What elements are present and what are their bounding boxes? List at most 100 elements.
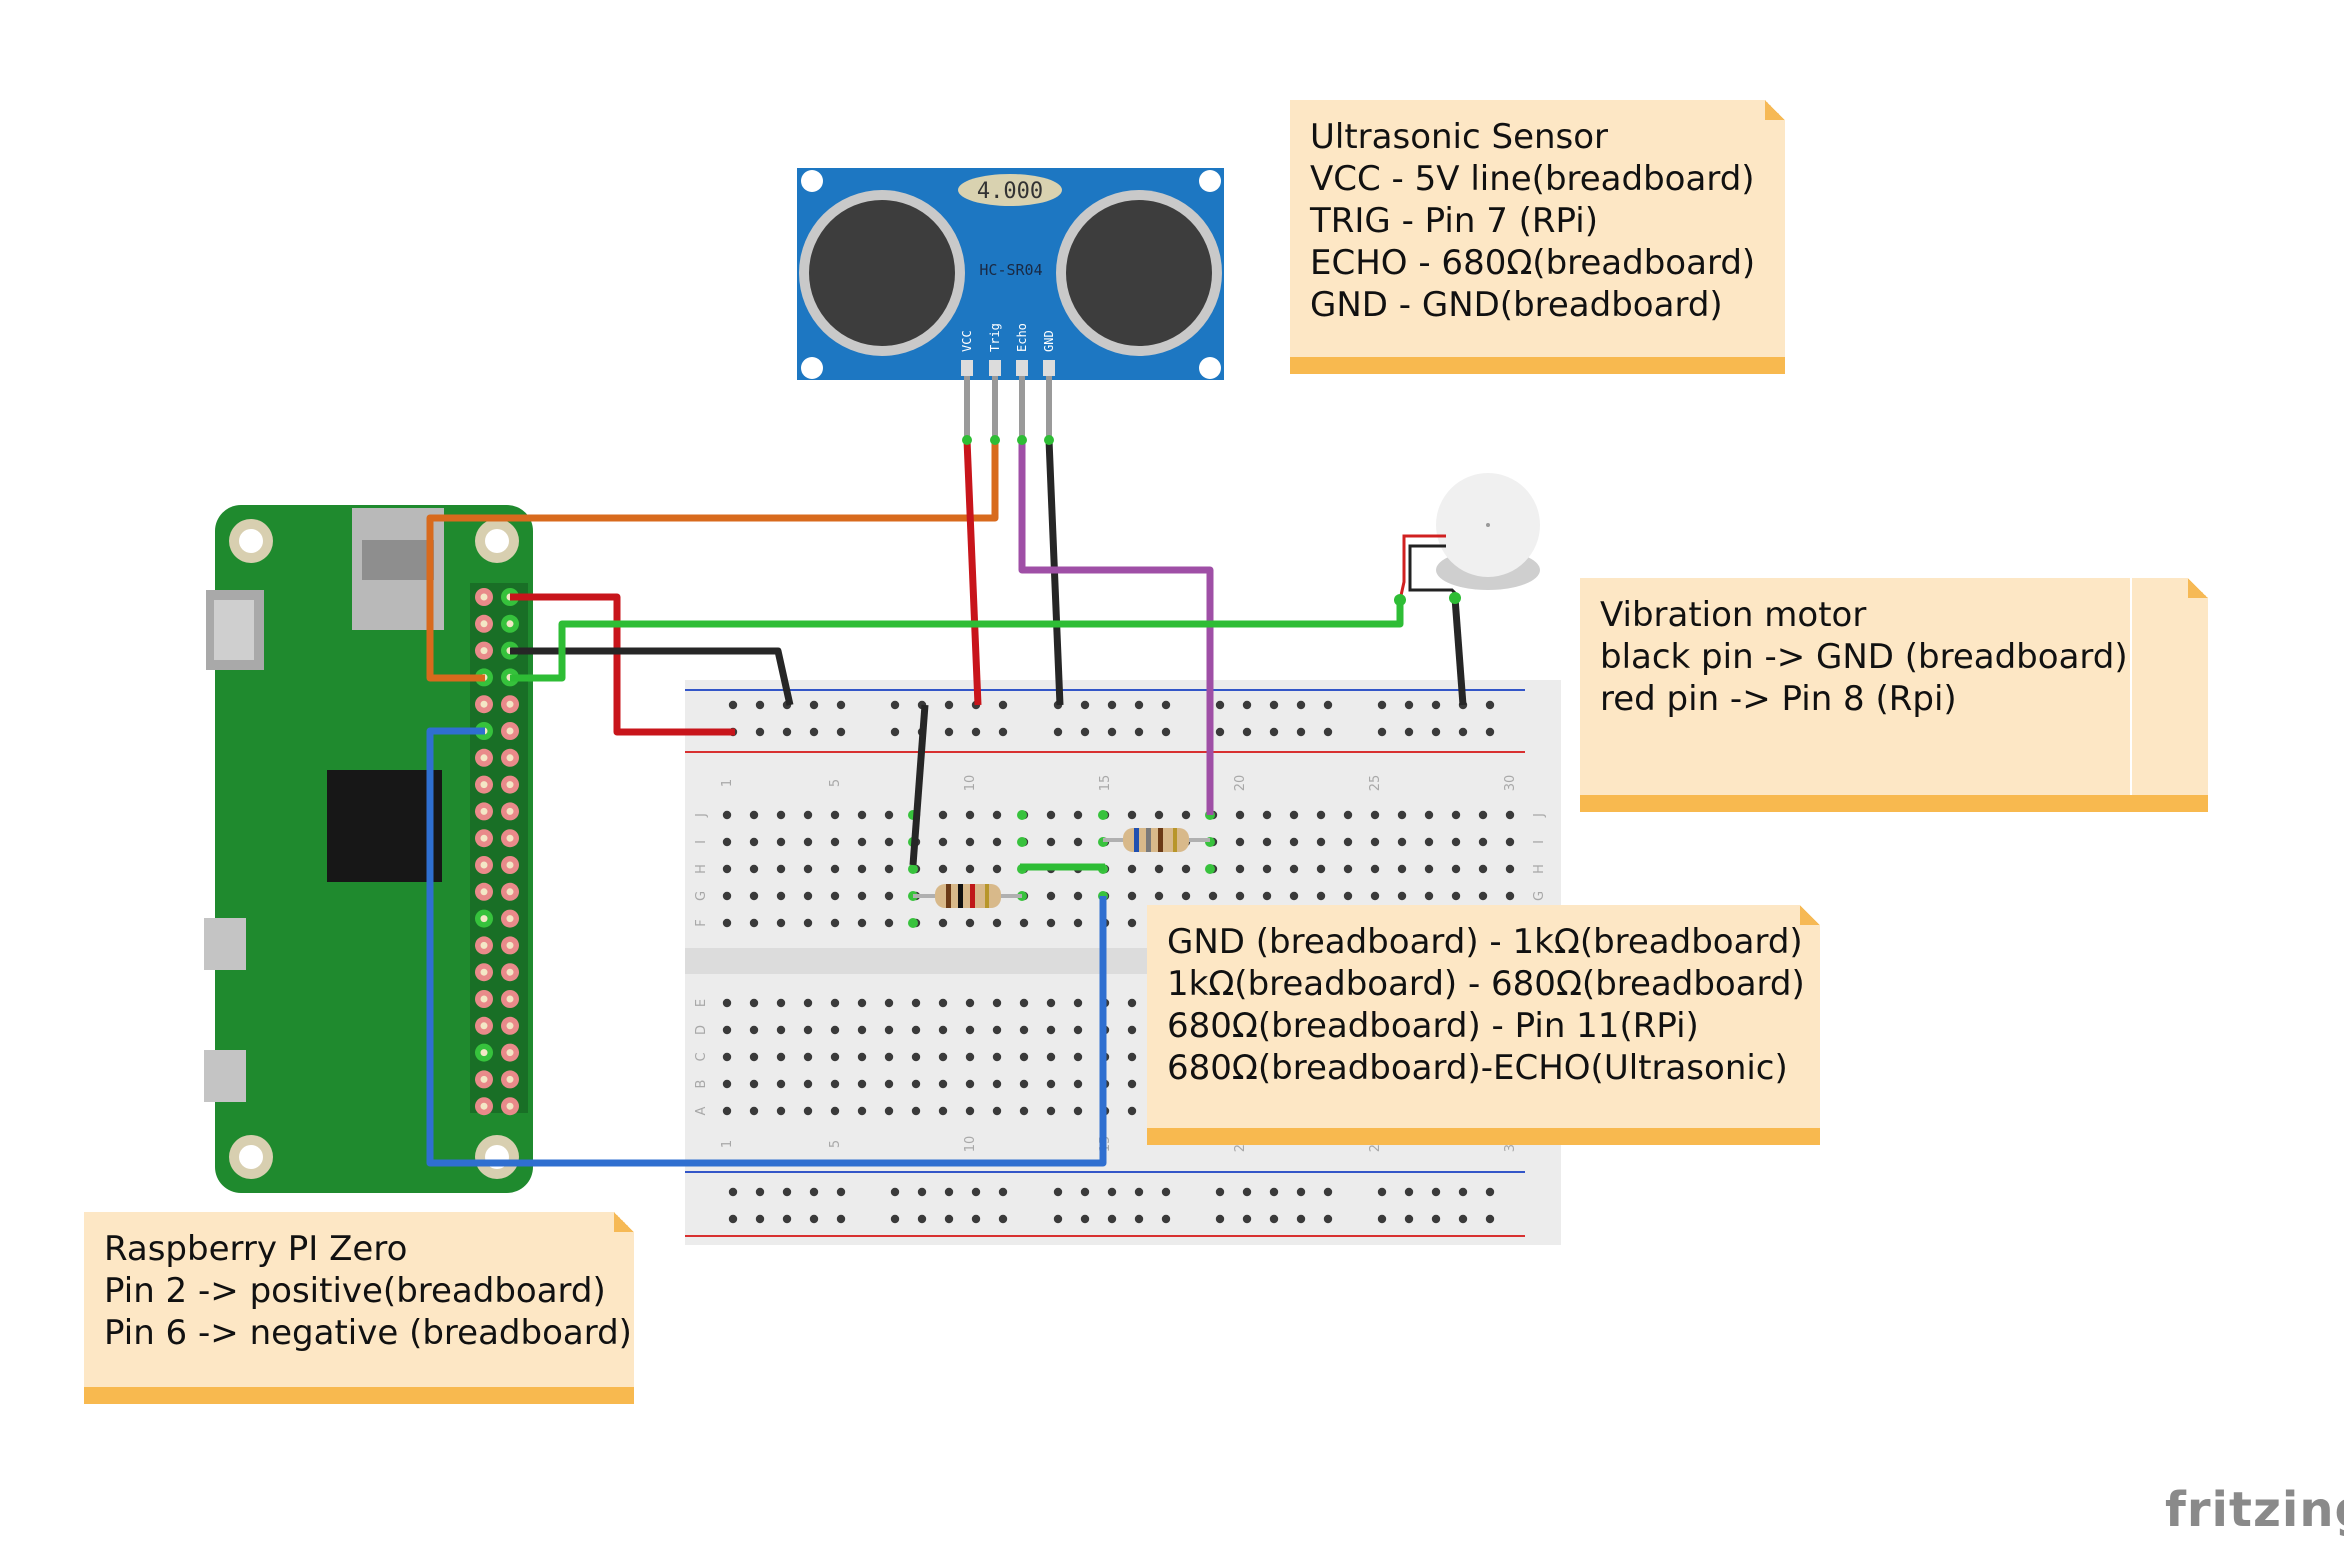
rail-hole[interactable]	[1161, 1214, 1171, 1224]
rail-hole[interactable]	[809, 1187, 819, 1197]
rail-hole[interactable]	[1134, 1187, 1144, 1197]
breadboard-hole[interactable]	[938, 1025, 948, 1035]
breadboard-hole[interactable]	[1181, 810, 1191, 820]
breadboard-hole[interactable]	[1397, 891, 1407, 901]
rail-hole[interactable]	[971, 1187, 981, 1197]
breadboard-hole[interactable]	[776, 918, 786, 928]
rail-hole[interactable]	[1323, 700, 1333, 710]
rail-hole[interactable]	[1323, 1214, 1333, 1224]
breadboard-hole[interactable]	[1127, 810, 1137, 820]
breadboard-hole[interactable]	[1046, 1025, 1056, 1035]
breadboard-hole[interactable]	[1478, 891, 1488, 901]
rail-hole[interactable]	[755, 1214, 765, 1224]
breadboard-hole[interactable]	[722, 810, 732, 820]
breadboard-hole[interactable]	[1262, 864, 1272, 874]
breadboard-hole[interactable]	[884, 891, 894, 901]
breadboard-hole[interactable]	[1046, 1052, 1056, 1062]
wire-blue-pin11[interactable]	[426, 727, 1107, 1167]
breadboard-hole[interactable]	[749, 918, 759, 928]
breadboard-hole[interactable]	[884, 864, 894, 874]
breadboard-hole[interactable]	[992, 1052, 1002, 1062]
rail-hole[interactable]	[1485, 1187, 1495, 1197]
breadboard-hole[interactable]	[1127, 998, 1137, 1008]
rail-hole[interactable]	[917, 1187, 927, 1197]
breadboard-hole[interactable]	[1235, 837, 1245, 847]
breadboard-hole[interactable]	[992, 998, 1002, 1008]
wire-green-motor[interactable]	[510, 600, 1404, 682]
rail-hole[interactable]	[1404, 727, 1414, 737]
breadboard-hole[interactable]	[938, 1079, 948, 1089]
rail-hole[interactable]	[1053, 1214, 1063, 1224]
breadboard-hole[interactable]	[830, 810, 840, 820]
breadboard-hole[interactable]	[884, 1052, 894, 1062]
breadboard-hole[interactable]	[830, 1025, 840, 1035]
breadboard-hole[interactable]	[965, 1052, 975, 1062]
breadboard-hole[interactable]	[722, 998, 732, 1008]
breadboard-hole[interactable]	[1235, 891, 1245, 901]
rail-hole[interactable]	[1215, 700, 1225, 710]
breadboard-hole[interactable]	[992, 1106, 1002, 1116]
rail-hole[interactable]	[1215, 1214, 1225, 1224]
breadboard-hole[interactable]	[803, 864, 813, 874]
breadboard-hole[interactable]	[992, 1079, 1002, 1089]
breadboard-hole[interactable]	[1208, 891, 1218, 901]
rail-hole[interactable]	[1269, 727, 1279, 737]
breadboard-hole[interactable]	[1019, 1106, 1029, 1116]
breadboard-hole[interactable]	[1073, 1025, 1083, 1035]
rail-hole[interactable]	[1431, 1187, 1441, 1197]
breadboard-hole[interactable]	[1046, 837, 1056, 847]
breadboard-hole[interactable]	[776, 1106, 786, 1116]
breadboard-hole[interactable]	[1478, 864, 1488, 874]
breadboard-hole[interactable]	[1046, 1079, 1056, 1089]
rail-hole[interactable]	[1404, 1187, 1414, 1197]
breadboard-hole[interactable]	[884, 998, 894, 1008]
rail-hole[interactable]	[1269, 700, 1279, 710]
rail-hole[interactable]	[1296, 1214, 1306, 1224]
breadboard-hole[interactable]	[1127, 1025, 1137, 1035]
rail-hole[interactable]	[1296, 1187, 1306, 1197]
breadboard-hole[interactable]	[1235, 864, 1245, 874]
breadboard-hole[interactable]	[1505, 810, 1515, 820]
breadboard-hole[interactable]	[803, 998, 813, 1008]
breadboard-hole[interactable]	[803, 918, 813, 928]
rail-hole[interactable]	[1269, 1187, 1279, 1197]
wire-purple-echo[interactable]	[1018, 440, 1214, 815]
breadboard-hole[interactable]	[1289, 837, 1299, 847]
breadboard-hole[interactable]	[1451, 837, 1461, 847]
note-raspberry-pi[interactable]: Raspberry PI Zero Pin 2 -> positive(brea…	[84, 1212, 634, 1404]
breadboard-hole[interactable]	[992, 864, 1002, 874]
breadboard-hole[interactable]	[830, 1106, 840, 1116]
breadboard-hole[interactable]	[938, 1052, 948, 1062]
breadboard-hole[interactable]	[1262, 837, 1272, 847]
rail-hole[interactable]	[755, 700, 765, 710]
rail-hole[interactable]	[890, 1187, 900, 1197]
rail-hole[interactable]	[1431, 700, 1441, 710]
breadboard-hole[interactable]	[1046, 918, 1056, 928]
rail-hole[interactable]	[1134, 727, 1144, 737]
breadboard-hole[interactable]	[722, 837, 732, 847]
breadboard-hole[interactable]	[803, 1025, 813, 1035]
rail-hole[interactable]	[1404, 700, 1414, 710]
breadboard-hole[interactable]	[1451, 864, 1461, 874]
rail-hole[interactable]	[1107, 700, 1117, 710]
rail-hole[interactable]	[1107, 1214, 1117, 1224]
vibration-motor[interactable]	[1398, 473, 1540, 601]
rail-hole[interactable]	[836, 1187, 846, 1197]
breadboard-hole[interactable]	[884, 918, 894, 928]
breadboard-hole[interactable]	[722, 1079, 732, 1089]
breadboard-hole[interactable]	[776, 864, 786, 874]
rail-hole[interactable]	[1161, 727, 1171, 737]
breadboard-hole[interactable]	[1127, 1052, 1137, 1062]
breadboard-hole[interactable]	[884, 810, 894, 820]
rail-hole[interactable]	[890, 700, 900, 710]
breadboard-hole[interactable]	[1316, 891, 1326, 901]
rail-hole[interactable]	[728, 700, 738, 710]
breadboard-hole[interactable]	[1127, 864, 1137, 874]
rail-hole[interactable]	[1161, 700, 1171, 710]
rail-hole[interactable]	[944, 700, 954, 710]
breadboard-hole[interactable]	[1316, 837, 1326, 847]
rail-hole[interactable]	[1296, 727, 1306, 737]
breadboard-hole[interactable]	[1316, 864, 1326, 874]
rail-hole[interactable]	[1458, 727, 1468, 737]
breadboard-hole[interactable]	[857, 998, 867, 1008]
